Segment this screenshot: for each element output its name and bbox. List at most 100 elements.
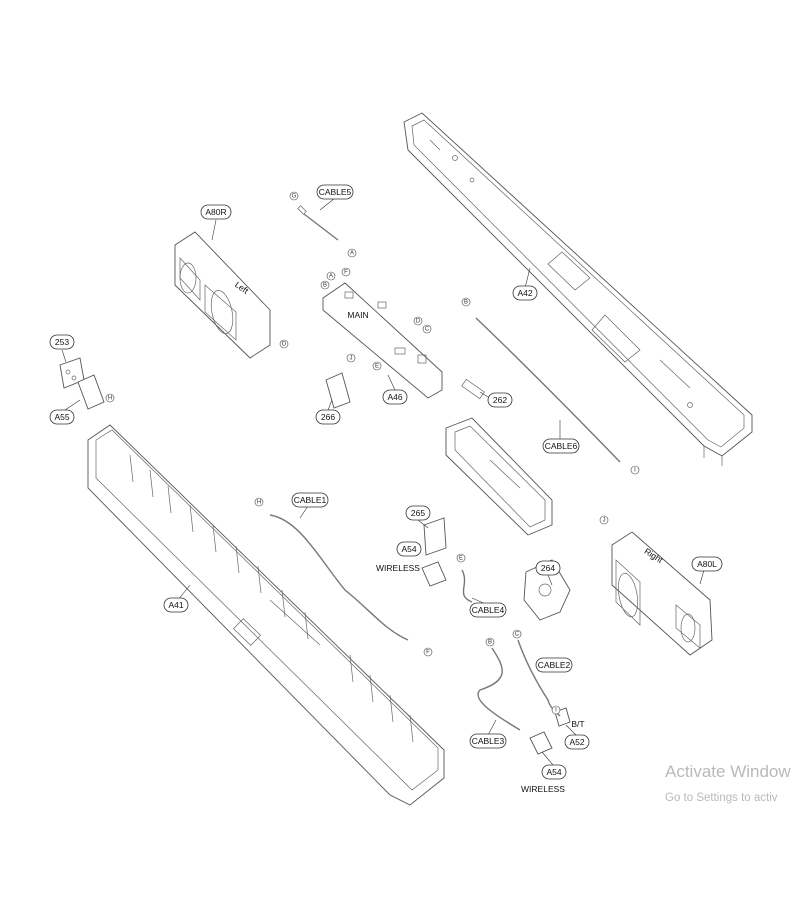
svg-text:265: 265 bbox=[411, 508, 425, 518]
connector-c1: C bbox=[422, 324, 432, 334]
svg-text:A41: A41 bbox=[168, 600, 183, 610]
cable3-wire bbox=[477, 647, 521, 731]
part-cable5-connector bbox=[297, 205, 339, 241]
main-board-label: MAIN bbox=[347, 310, 368, 320]
callout-a42: A42 bbox=[512, 285, 538, 301]
svg-text:I: I bbox=[634, 468, 636, 474]
activation-watermark: Activate Window Go to Settings to activ bbox=[665, 762, 791, 804]
svg-text:A55: A55 bbox=[54, 412, 69, 422]
svg-text:A46: A46 bbox=[387, 392, 402, 402]
callout-cable1: CABLE1 bbox=[291, 492, 329, 508]
callout-253: 253 bbox=[49, 334, 75, 350]
callout-a54-2: A54 bbox=[541, 764, 567, 780]
connector-g1: G bbox=[289, 191, 299, 201]
wireless-text-2: WIRELESS bbox=[521, 784, 565, 794]
callout-262: 262 bbox=[487, 392, 513, 408]
connector-b1: B bbox=[320, 280, 330, 290]
svg-text:CABLE3: CABLE3 bbox=[472, 736, 505, 746]
svg-text:E: E bbox=[375, 364, 379, 370]
callout-cable6: CABLE6 bbox=[542, 438, 580, 454]
svg-text:CABLE4: CABLE4 bbox=[472, 605, 505, 615]
connector-i1: I bbox=[630, 465, 640, 475]
callout-a46: A46 bbox=[382, 389, 408, 405]
connector-c2: C bbox=[512, 629, 522, 639]
svg-text:E: E bbox=[459, 556, 463, 562]
svg-text:C: C bbox=[425, 327, 430, 333]
svg-text:J: J bbox=[603, 518, 606, 524]
connector-h2: H bbox=[254, 497, 264, 507]
connector-f2: F bbox=[423, 647, 433, 657]
a42-top-housing bbox=[403, 112, 753, 466]
wireless-text-1: WIRELESS bbox=[376, 563, 420, 573]
cable1-wire bbox=[269, 514, 409, 641]
svg-text:F: F bbox=[344, 270, 348, 276]
connector-b3: B bbox=[485, 637, 495, 647]
connector-j1: J bbox=[346, 353, 356, 363]
connector-a1: A bbox=[347, 248, 357, 258]
callout-a80r: A80R bbox=[200, 204, 232, 220]
callout-cable3: CABLE3 bbox=[469, 733, 507, 749]
connector-i2: I bbox=[551, 705, 561, 715]
callout-266: 266 bbox=[315, 409, 341, 425]
svg-text:264: 264 bbox=[541, 563, 555, 573]
callout-a55: A55 bbox=[49, 409, 75, 425]
svg-text:CABLE1: CABLE1 bbox=[294, 495, 327, 505]
part-264 bbox=[523, 559, 571, 621]
callout-cable4: CABLE4 bbox=[469, 602, 507, 618]
svg-text:H: H bbox=[108, 396, 112, 402]
cable6-wire bbox=[475, 317, 621, 463]
cable4-wire bbox=[461, 569, 473, 603]
connector-e1: E bbox=[372, 361, 382, 371]
svg-text:D: D bbox=[416, 319, 421, 325]
cable2-wire bbox=[517, 639, 561, 717]
svg-text:A54: A54 bbox=[546, 767, 561, 777]
part-266 bbox=[325, 372, 351, 409]
svg-text:266: 266 bbox=[321, 412, 335, 422]
svg-text:A80L: A80L bbox=[697, 559, 717, 569]
svg-text:A52: A52 bbox=[569, 737, 584, 747]
a46-main-board: MAIN bbox=[322, 282, 443, 399]
connector-d2: D bbox=[279, 339, 289, 349]
connector-d1: D bbox=[413, 316, 423, 326]
svg-text:G: G bbox=[292, 194, 297, 200]
svg-text:D: D bbox=[282, 342, 287, 348]
svg-text:CABLE6: CABLE6 bbox=[545, 441, 578, 451]
svg-text:262: 262 bbox=[493, 395, 507, 405]
callout-cable5: CABLE5 bbox=[316, 184, 354, 200]
a80l-speaker: Right bbox=[611, 531, 713, 656]
bt-text: B/T bbox=[571, 719, 584, 729]
a80r-speaker: Left bbox=[174, 231, 271, 359]
callout-a41: A41 bbox=[163, 597, 189, 613]
svg-text:B: B bbox=[323, 283, 327, 289]
part-a55-board bbox=[77, 374, 105, 410]
svg-text:H: H bbox=[257, 500, 261, 506]
svg-text:A42: A42 bbox=[517, 288, 532, 298]
part-a54-wireless-1 bbox=[421, 561, 447, 587]
part-265 bbox=[423, 517, 447, 556]
connector-b2: B bbox=[461, 297, 471, 307]
connector-j2: J bbox=[599, 515, 609, 525]
connector-f1: F bbox=[341, 267, 351, 277]
watermark-line-1: Activate Window bbox=[665, 762, 791, 781]
svg-text:A: A bbox=[329, 274, 333, 280]
connector-e2: E bbox=[456, 553, 466, 563]
svg-text:253: 253 bbox=[55, 337, 69, 347]
svg-text:CABLE5: CABLE5 bbox=[319, 187, 352, 197]
callouts: A80R CABLE5 A42 A46 253 A55 266 262 CABL… bbox=[49, 184, 723, 794]
svg-text:J: J bbox=[350, 356, 353, 362]
svg-text:B: B bbox=[488, 640, 492, 646]
svg-text:F: F bbox=[426, 650, 430, 656]
svg-text:A80R: A80R bbox=[205, 207, 226, 217]
svg-text:B: B bbox=[464, 300, 468, 306]
svg-text:A54: A54 bbox=[401, 544, 416, 554]
bracket-262 bbox=[445, 378, 553, 536]
svg-text:I: I bbox=[555, 708, 557, 714]
callout-cable2: CABLE2 bbox=[535, 657, 573, 673]
connector-a2: A bbox=[326, 271, 336, 281]
a41-bottom-housing bbox=[87, 424, 445, 806]
callout-265: 265 bbox=[405, 505, 431, 521]
connector-h1: H bbox=[105, 393, 115, 403]
watermark-line-2: Go to Settings to activ bbox=[665, 792, 778, 804]
svg-text:CABLE2: CABLE2 bbox=[538, 660, 571, 670]
